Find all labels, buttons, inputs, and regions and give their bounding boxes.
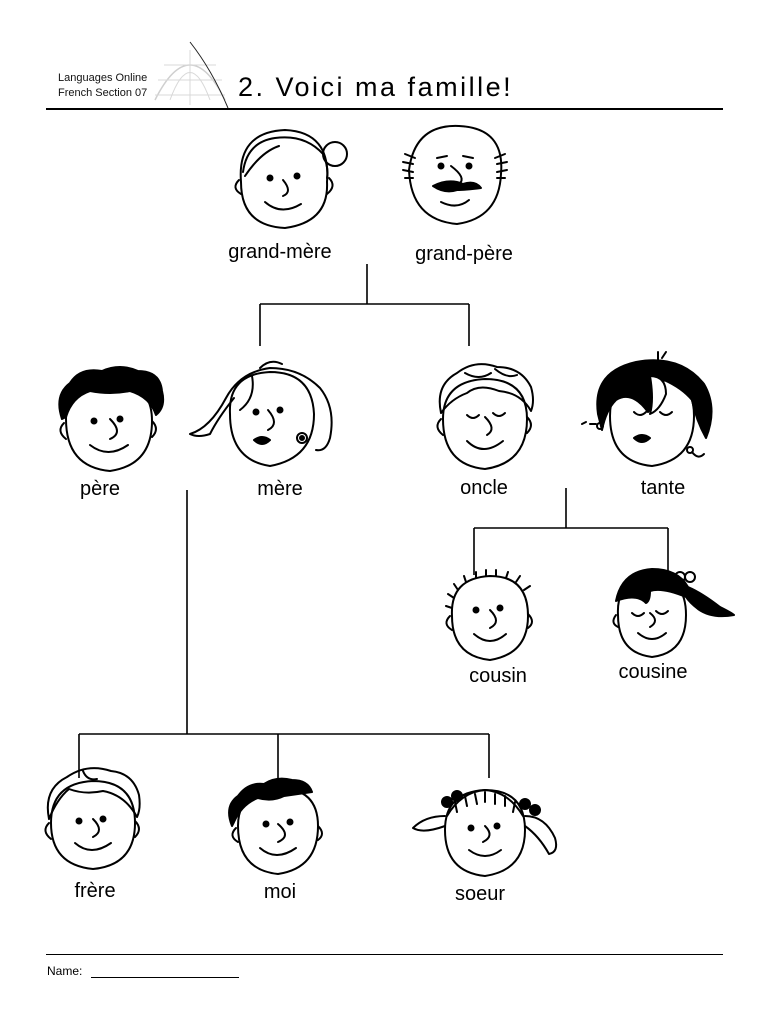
- name-field[interactable]: [91, 977, 239, 978]
- member-label-moi: moi: [264, 881, 296, 903]
- connector-grandparents: [259, 264, 470, 346]
- self-face-icon: [228, 777, 323, 875]
- uncle-face-icon: [436, 363, 534, 470]
- mother-face-icon: [189, 360, 333, 467]
- page-title: 2. Voici ma famille!: [238, 72, 514, 102]
- header-rule: [46, 108, 723, 110]
- father-face-icon: [58, 366, 165, 472]
- grandfather-face-icon: [402, 124, 508, 225]
- member-label-pere: père: [80, 478, 120, 500]
- member-label-cousine: cousine: [619, 661, 688, 683]
- aunt-face-icon: [581, 351, 713, 467]
- male-cousin-face-icon: [445, 569, 533, 661]
- grandmother-face-icon: [234, 129, 348, 229]
- member-label-oncle: oncle: [460, 477, 508, 499]
- member-label-mere: mère: [257, 478, 303, 500]
- member-label-tante: tante: [641, 477, 685, 499]
- globe-logo-icon: [154, 41, 229, 109]
- publisher-info: Languages Online French Section 07: [58, 71, 147, 101]
- member-label-grand-pere: grand-père: [415, 243, 513, 265]
- connector-aunt-uncle: [473, 488, 669, 575]
- tree-connectors: [78, 264, 669, 778]
- female-cousin-face-icon: [612, 568, 735, 658]
- brother-face-icon: [44, 767, 141, 870]
- name-label: Name:: [47, 964, 83, 978]
- publisher-name: Languages Online: [58, 72, 148, 84]
- member-label-frere: frère: [74, 880, 115, 902]
- section-name: French Section 07: [58, 87, 148, 99]
- footer-rule: [46, 954, 723, 955]
- member-label-cousin: cousin: [469, 665, 527, 687]
- connector-parents: [78, 490, 490, 778]
- member-label-grand-mere: grand-mère: [228, 241, 331, 263]
- member-label-soeur: soeur: [455, 883, 505, 905]
- sister-face-icon: [412, 789, 558, 877]
